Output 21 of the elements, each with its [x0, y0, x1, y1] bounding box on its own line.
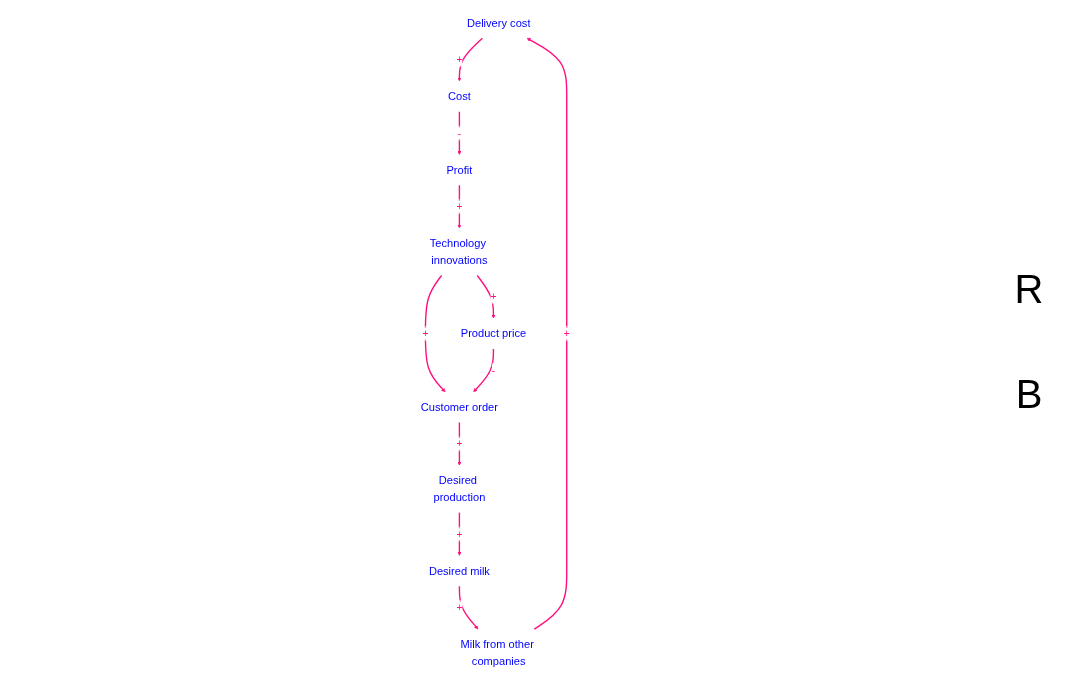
edge-label: +	[456, 53, 463, 66]
edge-label: +	[422, 327, 429, 340]
node-text: Customer order	[420, 400, 498, 414]
edge-label: -	[457, 127, 462, 140]
edge-label: +	[490, 291, 497, 303]
node-text: Technology innovations	[429, 237, 488, 267]
edge-label: +	[456, 528, 463, 540]
edge-label: -	[491, 364, 496, 377]
edge-label: +	[456, 200, 463, 213]
loop-label: R	[1014, 267, 1044, 312]
edge-label: +	[456, 438, 463, 450]
node-text: Profit	[446, 163, 473, 177]
node-text: Delivery cost	[466, 16, 531, 29]
node-text: Cost	[447, 90, 471, 103]
node-text: Milk from other companies	[460, 637, 534, 668]
node-text: Product price	[460, 327, 527, 340]
loop-label: B	[1015, 372, 1043, 417]
edge-label: +	[563, 327, 570, 340]
node-text: Desired milk	[428, 564, 490, 577]
edge-label: +	[456, 601, 463, 614]
node-text: Desired production	[433, 474, 486, 504]
